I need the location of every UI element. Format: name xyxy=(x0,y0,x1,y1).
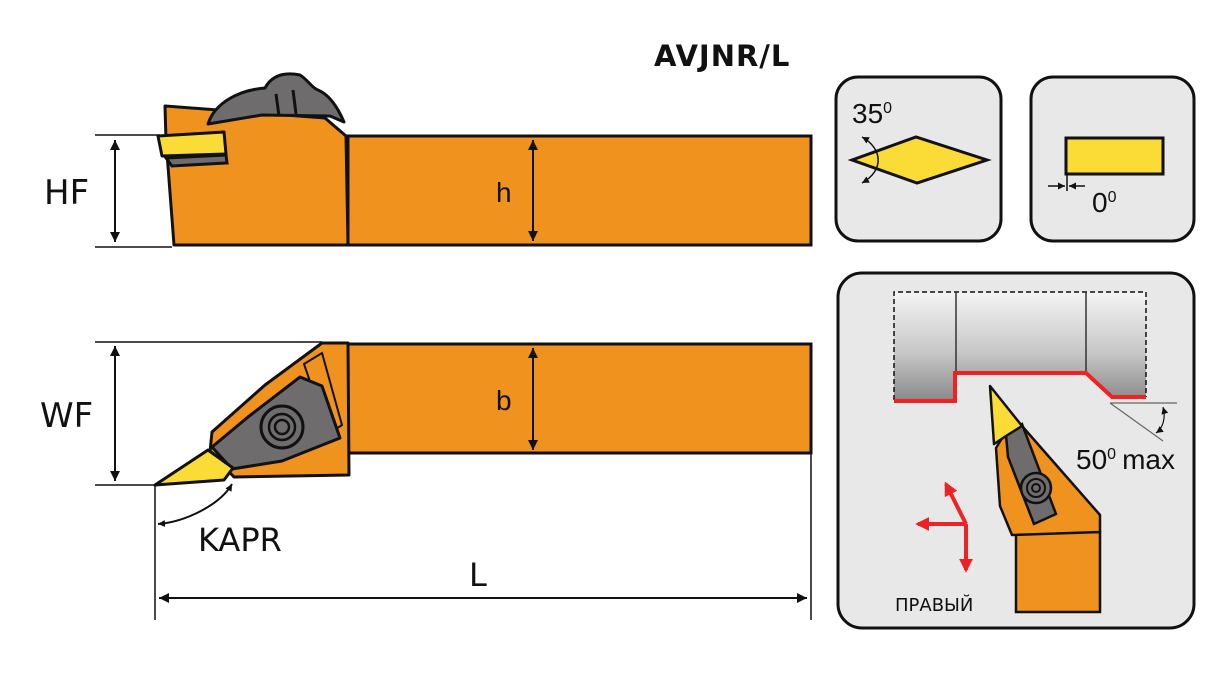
title: AVJNR/L xyxy=(654,39,790,73)
top-shank xyxy=(346,342,813,455)
side-head xyxy=(163,104,350,247)
clearance-angle-label: 00 xyxy=(1092,187,1117,218)
insert-angle-label: 350 xyxy=(852,98,892,129)
rectangle-insert-icon xyxy=(1064,136,1165,176)
cut-profile-path xyxy=(894,371,1146,403)
wf-label: WF xyxy=(40,396,93,436)
side-insert xyxy=(156,130,228,158)
top-view: WF b KAPR L xyxy=(40,341,813,620)
l-label: L xyxy=(469,556,487,594)
kapr-label: KAPR xyxy=(198,521,282,559)
side-shank xyxy=(346,134,813,247)
app-insert xyxy=(988,384,1024,446)
insert-shape-panel: 350 xyxy=(834,75,1003,243)
feed-direction-arrows-icon xyxy=(915,481,973,573)
side-view: HF h xyxy=(44,72,813,248)
top-insert xyxy=(153,448,235,487)
hand-label: ПРАВЫЙ xyxy=(895,594,973,616)
hf-label: HF xyxy=(44,173,89,213)
kapr-angle-arc xyxy=(157,483,233,527)
h-label: h xyxy=(496,177,512,208)
rhombic-insert-icon xyxy=(847,135,992,185)
clearance-panel: 00 xyxy=(1029,75,1196,243)
b-label: b xyxy=(496,385,512,416)
